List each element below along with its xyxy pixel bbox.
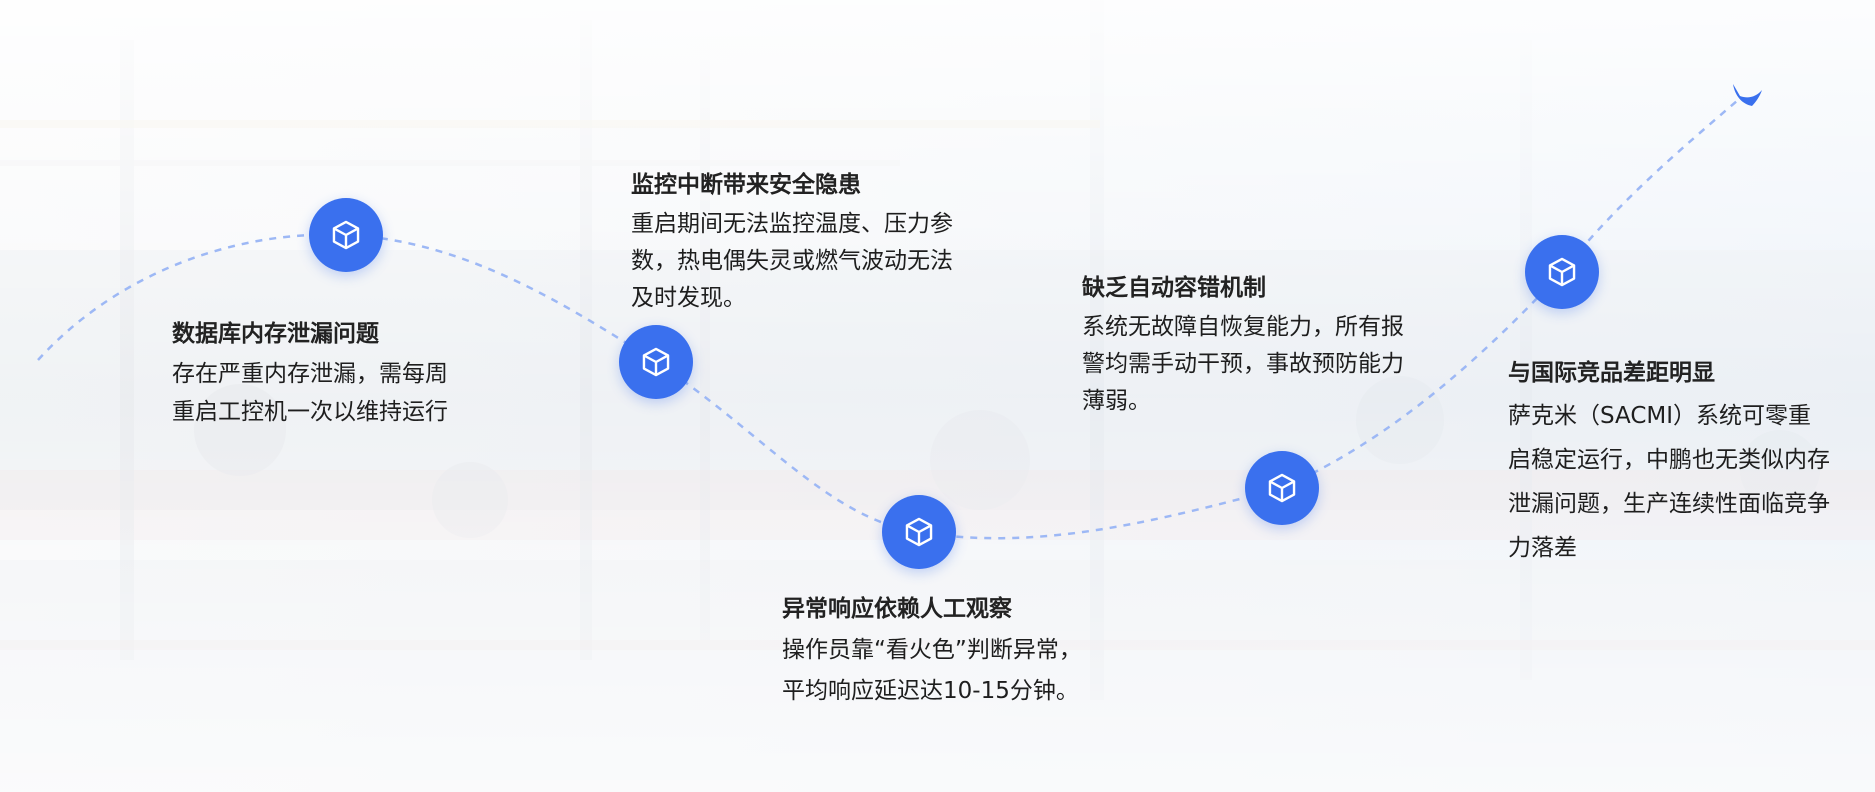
item-desc-line: 及时发现。 (631, 285, 746, 311)
item-desc-line: 存在严重内存泄漏，需每周 (172, 361, 448, 387)
item-title: 数据库内存泄漏问题 (172, 321, 379, 347)
timeline-node-5 (1525, 235, 1599, 309)
cube-icon (332, 220, 360, 250)
item-desc-line: 启稳定运行，中鹏也无类似内存 (1508, 447, 1830, 473)
item-desc-line: 系统无故障自恢复能力，所有报 (1082, 314, 1404, 340)
item-desc-line: 泄漏问题，生产连续性面临竞争 (1508, 491, 1830, 517)
cube-icon (1268, 473, 1296, 503)
cube-icon (905, 517, 933, 547)
item-desc-line: 薄弱。 (1082, 388, 1151, 414)
item-desc-line: 力落差 (1508, 535, 1577, 561)
timeline-node-2 (619, 325, 693, 399)
cube-icon (1548, 257, 1576, 287)
timeline-item-3: 异常响应依赖人工观察 操作员靠“看火色”判断异常， 平均响应延迟达10-15分钟… (782, 594, 1122, 712)
curve-end-arrow-icon (1733, 84, 1762, 106)
timeline-item-4: 缺乏自动容错机制 系统无故障自恢复能力，所有报 警均需手动干预，事故预防能力 薄… (1082, 273, 1427, 420)
timeline-node-4 (1245, 451, 1319, 525)
timeline-node-1 (309, 198, 383, 272)
item-desc-line: 萨克米（SACMI）系统可零重 (1508, 403, 1812, 429)
timeline-node-3 (882, 495, 956, 569)
item-desc-line: 重启工控机一次以维持运行 (172, 399, 448, 425)
timeline-item-5: 与国际竞品差距明显 萨克米（SACMI）系统可零重 启稳定运行，中鹏也无类似内存… (1508, 358, 1853, 570)
item-title: 与国际竞品差距明显 (1508, 360, 1715, 386)
cube-icon (642, 347, 670, 377)
item-desc-line: 平均响应延迟达10-15分钟。 (782, 678, 1079, 704)
item-desc-line: 数，热电偶失灵或燃气波动无法 (631, 248, 953, 274)
timeline-item-2: 监控中断带来安全隐患 重启期间无法监控温度、压力参 数，热电偶失灵或燃气波动无法… (631, 170, 976, 317)
item-desc-line: 重启期间无法监控温度、压力参 (631, 211, 953, 237)
timeline-item-1: 数据库内存泄漏问题 存在严重内存泄漏，需每周 重启工控机一次以维持运行 (172, 319, 472, 431)
item-desc-line: 操作员靠“看火色”判断异常， (782, 637, 1082, 663)
item-title: 缺乏自动容错机制 (1082, 275, 1266, 301)
item-title: 异常响应依赖人工观察 (782, 596, 1012, 622)
item-desc-line: 警均需手动干预，事故预防能力 (1082, 351, 1404, 377)
item-title: 监控中断带来安全隐患 (631, 172, 861, 198)
